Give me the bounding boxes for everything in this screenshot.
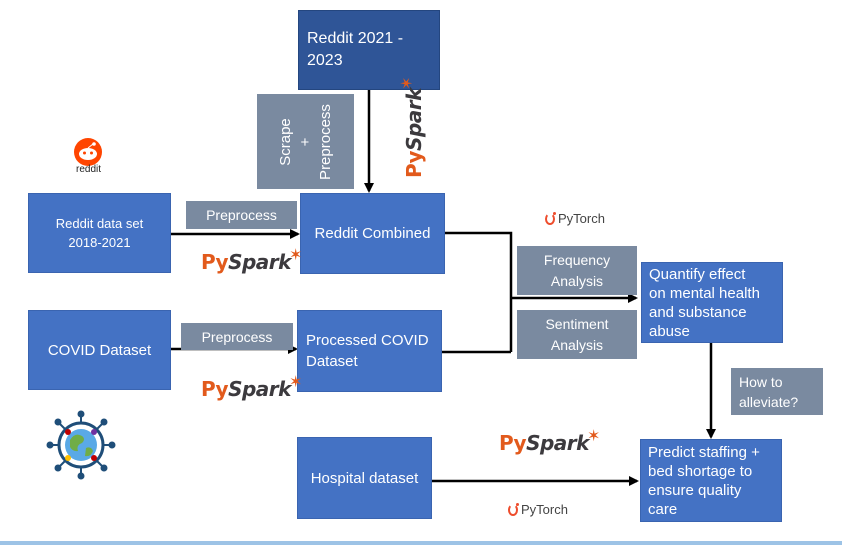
reddit-alien-icon — [74, 138, 102, 166]
processed-covid-box: Processed COVID Dataset — [297, 310, 442, 392]
hospital-dataset-label: Hospital dataset — [310, 469, 419, 487]
preprocess-covid-step: Preprocess — [181, 323, 293, 350]
preprocess-reddit-label: Preprocess — [206, 207, 277, 223]
preprocess-vertical-label: Preprocess — [316, 103, 334, 180]
pyspark-logo-reddit: PySpark✶ — [201, 245, 302, 274]
pytorch-flame-icon — [545, 211, 556, 225]
pyspark-logo-covid: PySpark✶ — [201, 372, 302, 401]
preprocess-reddit-step: Preprocess — [186, 201, 297, 229]
reddit-wordmark: reddit — [76, 164, 102, 175]
pytorch-flame-icon — [508, 502, 519, 516]
pytorch-text: PyTorch — [521, 502, 568, 517]
covid-dataset-label: COVID Dataset — [47, 341, 152, 359]
pyspark-logo-top: PySpark✶ — [397, 77, 426, 178]
reddit-2021-2023-box: Reddit 2021 - 2023 — [298, 10, 440, 90]
reddit-2021-2023-label: Reddit 2021 - 2023 — [307, 30, 404, 69]
pytorch-logo-top: PyTorch — [545, 211, 605, 226]
covid-virus-icon — [46, 410, 116, 480]
bottom-border — [0, 541, 842, 545]
pyspark-py-text: Py — [499, 431, 527, 455]
pyspark-py-text: Py — [201, 377, 229, 401]
reddit-data-set-box: Reddit data set 2018-2021 — [28, 193, 171, 273]
pyspark-logo-hospital: PySpark✶ — [499, 426, 600, 455]
frequency-analysis-label: Frequency Analysis — [543, 251, 611, 289]
preprocess-covid-label: Preprocess — [201, 328, 273, 345]
scrape-label: Scrape — [276, 117, 294, 166]
sentiment-analysis-step: Sentiment Analysis — [517, 310, 637, 359]
frequency-analysis-step: Frequency Analysis — [517, 246, 637, 295]
quantify-effect-label: Quantify effect on mental health and sub… — [649, 265, 760, 340]
reddit-combined-box: Reddit Combined — [300, 193, 445, 274]
how-to-alleviate-label: How to alleviate? — [739, 373, 799, 410]
spark-star-icon: ✶ — [288, 372, 302, 391]
spark-star-icon: ✶ — [586, 426, 600, 445]
reddit-data-set-label: Reddit data set 2018-2021 — [55, 216, 144, 250]
pyspark-spark-text: Spark — [228, 250, 291, 274]
pyspark-py-text: Py — [201, 250, 229, 274]
quantify-effect-box: Quantify effect on mental health and sub… — [641, 262, 783, 343]
pytorch-logo-bottom: PyTorch — [508, 502, 568, 517]
predict-staffing-box: Predict staffing + bed shortage to ensur… — [640, 439, 782, 522]
covid-dataset-box: COVID Dataset — [28, 310, 171, 390]
reddit-logo: reddit — [68, 136, 118, 180]
pyspark-spark-text: Spark — [526, 431, 589, 455]
processed-covid-label: Processed COVID Dataset — [306, 332, 429, 370]
spark-star-icon: ✶ — [397, 77, 416, 91]
how-to-alleviate-step: How to alleviate? — [731, 368, 823, 415]
plus-label: + — [296, 137, 314, 146]
predict-staffing-label: Predict staffing + bed shortage to ensur… — [648, 443, 760, 518]
reddit-combined-label: Reddit Combined — [314, 225, 431, 242]
pyspark-py-text: Py — [402, 150, 426, 178]
pyspark-spark-text: Spark — [402, 88, 426, 151]
scrape-preprocess-step: Scrape + Preprocess — [257, 94, 354, 189]
pytorch-text: PyTorch — [558, 211, 605, 226]
line-combined-to-merge — [445, 231, 513, 352]
pyspark-spark-text: Spark — [228, 377, 291, 401]
spark-star-icon: ✶ — [288, 245, 302, 264]
sentiment-analysis-label: Sentiment Analysis — [545, 315, 609, 353]
hospital-dataset-box: Hospital dataset — [297, 437, 432, 519]
